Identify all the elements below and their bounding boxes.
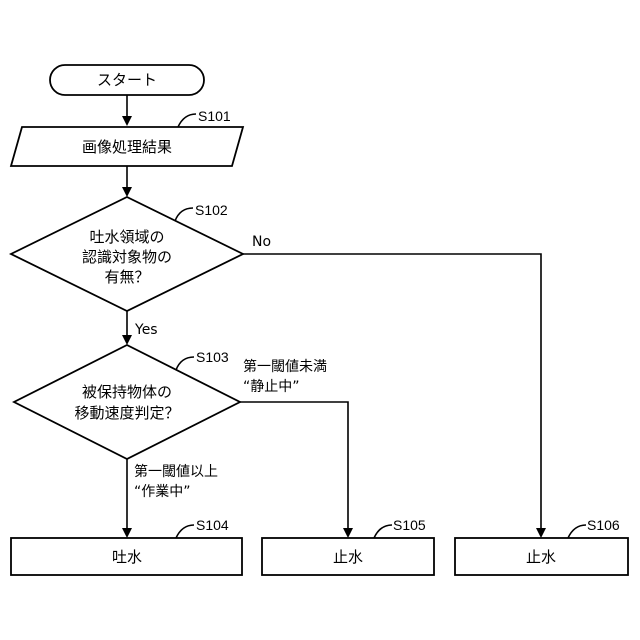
s103-leader <box>176 357 194 370</box>
s101-leader <box>178 114 196 127</box>
arrowhead <box>122 335 132 345</box>
s103-step-label: S103 <box>196 349 229 365</box>
s106-step-label: S106 <box>587 517 620 533</box>
s104-label: 吐水 <box>112 548 142 566</box>
s103-right-label-1: 第一閾値未満 <box>243 358 327 375</box>
connector-s103-right-s105 <box>240 402 348 530</box>
arrowhead <box>536 528 546 538</box>
s102-leader <box>175 208 193 221</box>
s102-step-label: S102 <box>195 202 228 218</box>
s106-leader <box>568 525 586 538</box>
arrowhead <box>343 528 353 538</box>
s102-line-2: 認識対象物の <box>82 248 172 266</box>
s106-label: 止水 <box>526 548 556 566</box>
s102-line-1: 吐水領域の <box>89 228 164 246</box>
s102-yes-label: Yes <box>134 322 158 338</box>
arrowhead <box>122 528 132 538</box>
s102-line-3: 有無？ <box>104 268 149 286</box>
arrowhead <box>122 187 132 197</box>
s103-right-label-2: “静止中” <box>243 379 300 395</box>
start-label: スタート <box>97 71 157 89</box>
s101-label: 画像処理結果 <box>82 138 172 156</box>
s103-line-1: 被保持物体の <box>82 383 172 401</box>
s102-no-label: No <box>252 234 271 250</box>
s103-line-2: 移動速度判定？ <box>74 404 179 422</box>
arrowhead <box>122 116 132 126</box>
s105-step-label: S105 <box>393 517 426 533</box>
s105-leader <box>374 525 392 538</box>
s105-label: 止水 <box>333 548 363 566</box>
s101-step-label: S101 <box>198 108 231 124</box>
s103-down-label-1: 第一閾値以上 <box>134 463 218 480</box>
s104-leader <box>176 525 194 538</box>
s103-down-label-2: “作業中” <box>134 484 191 500</box>
s104-step-label: S104 <box>196 517 229 533</box>
